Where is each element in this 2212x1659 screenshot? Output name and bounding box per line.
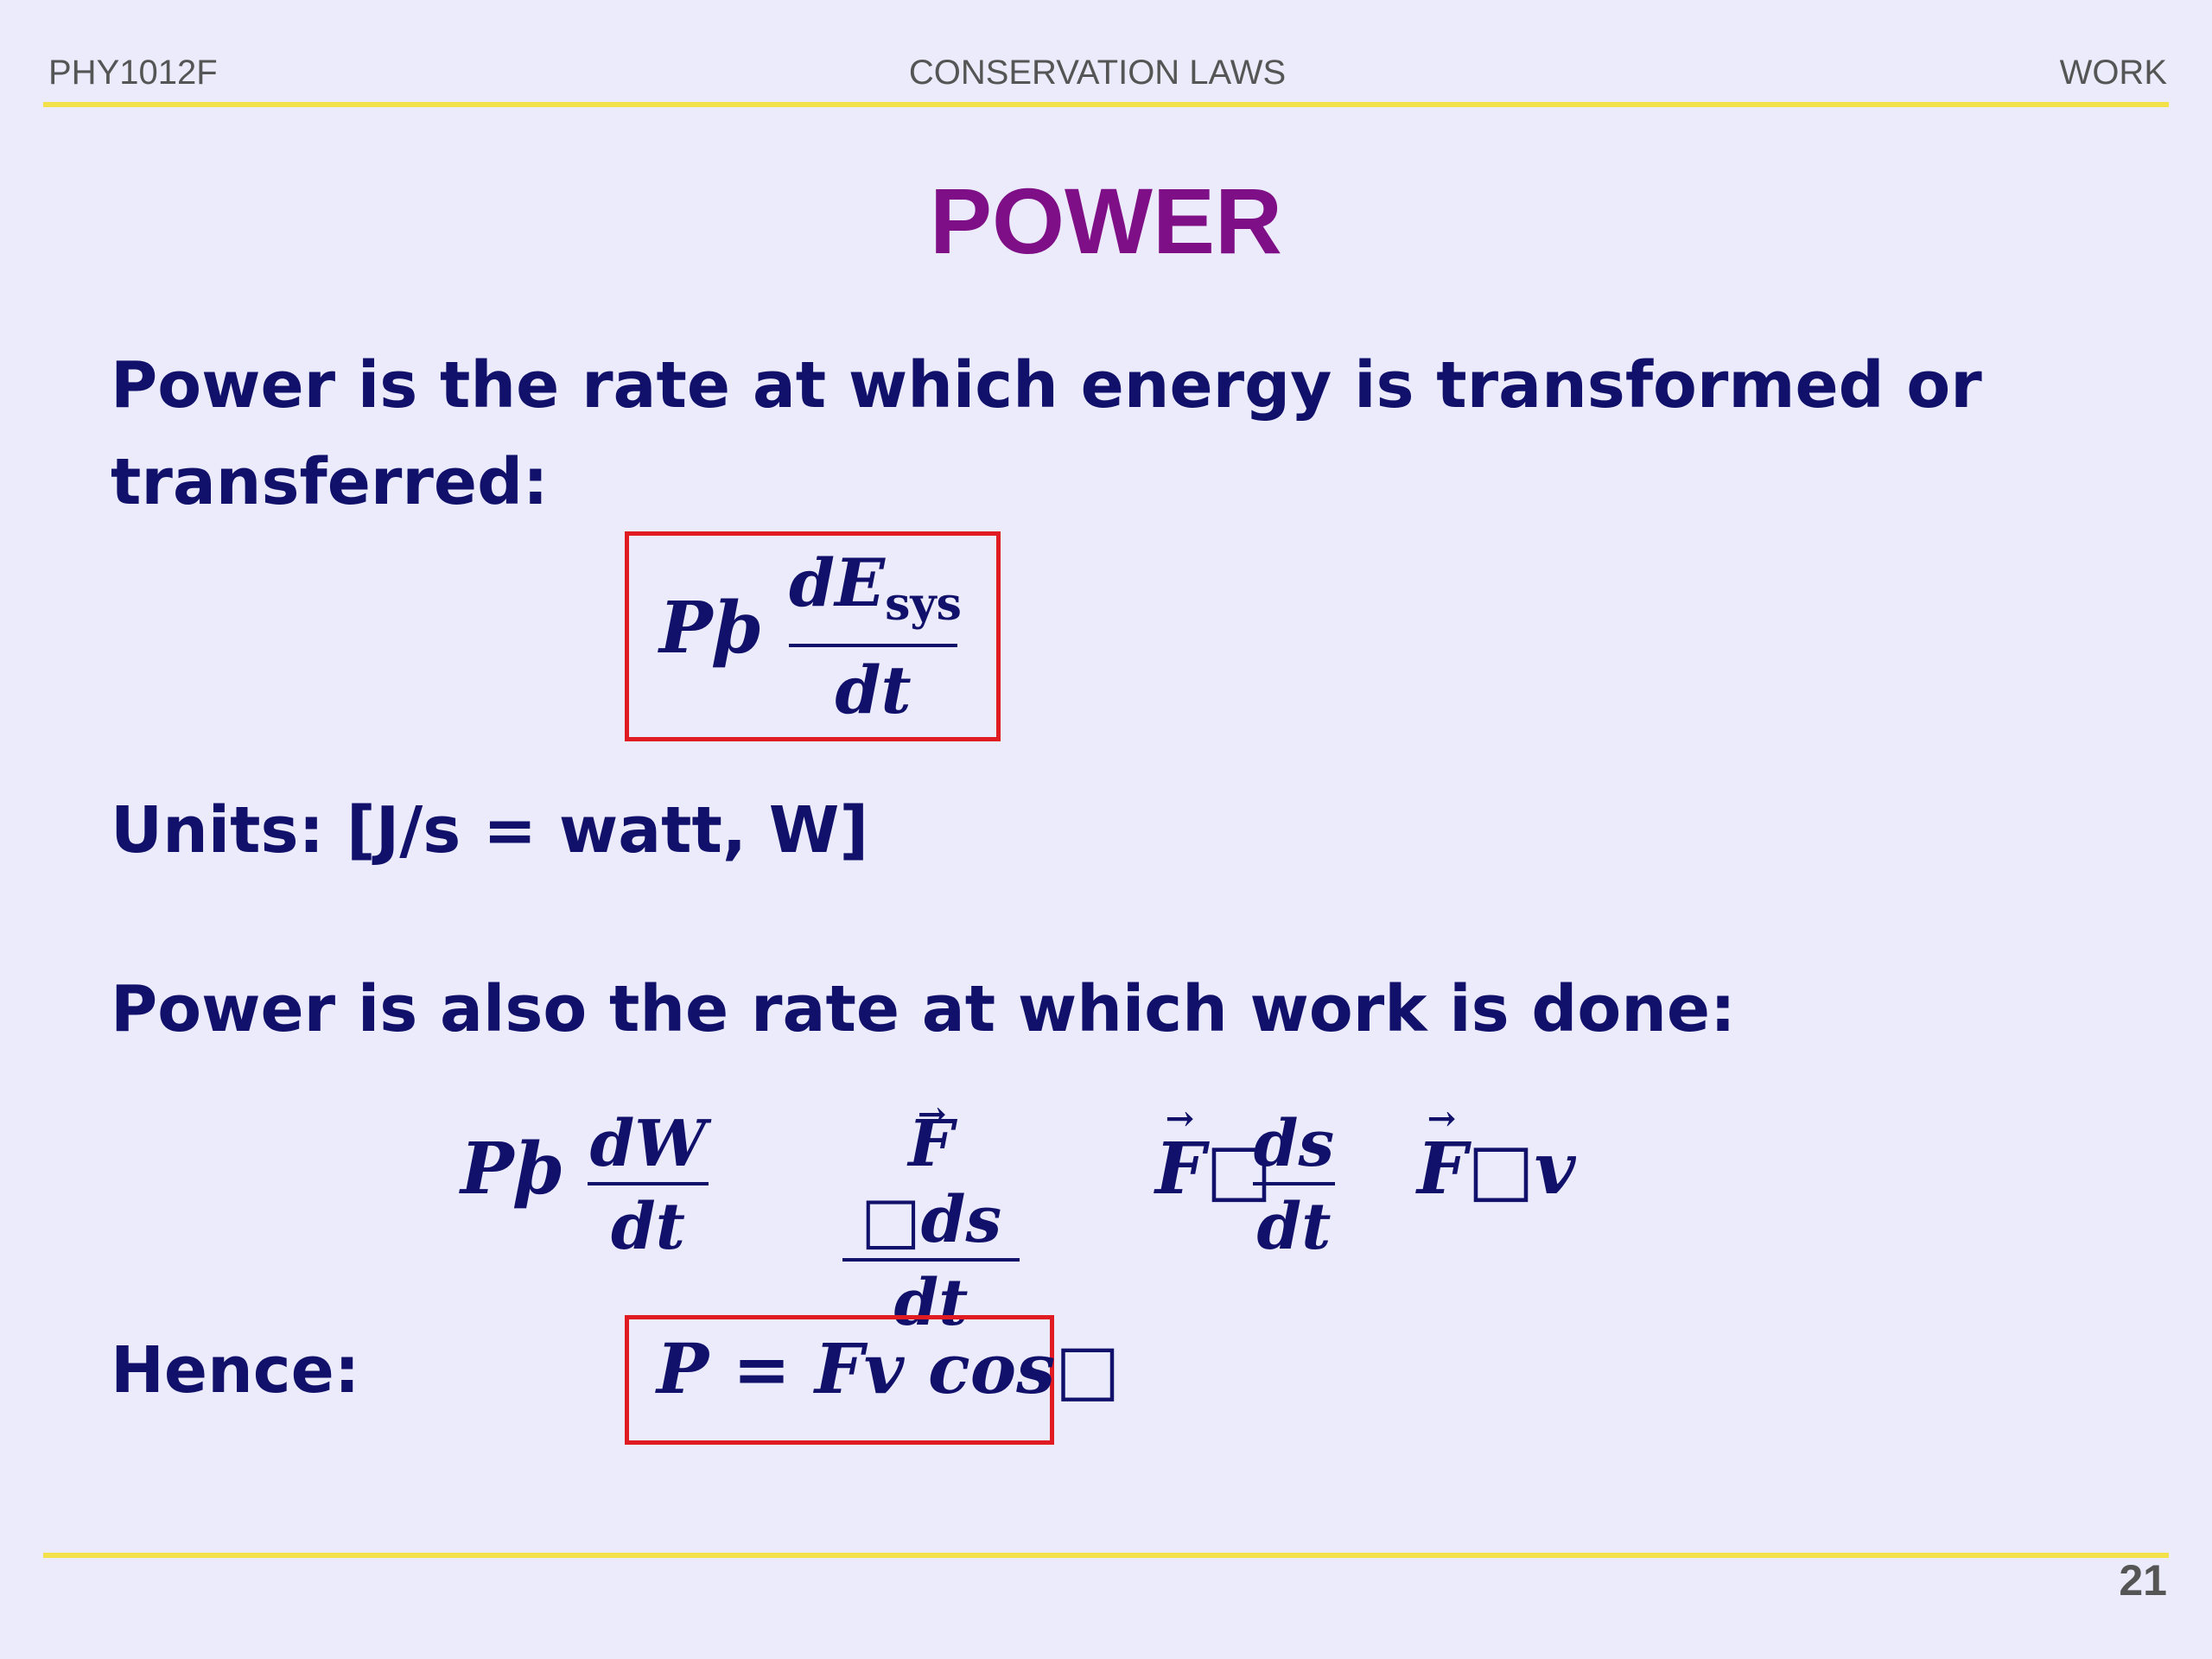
eq2-frac2-denominator: dt <box>893 1266 969 1340</box>
eq2-frac3-numerator: ds <box>1253 1107 1335 1181</box>
footer-rule <box>43 1553 2169 1558</box>
hence-label: Hence: <box>111 1333 360 1408</box>
eq1-fraction: dEsys dt <box>789 544 962 734</box>
slide-title: POWER <box>929 168 1282 273</box>
eq1-lhs: Pþ <box>659 587 762 670</box>
fraction-bar <box>588 1182 709 1185</box>
eq2-frac1-denominator: dt <box>611 1190 685 1264</box>
eq2-lhs: Pþ <box>461 1128 563 1211</box>
fraction-bar <box>789 644 957 648</box>
eq2-fraction-1: dW dt <box>588 1106 709 1268</box>
page-number: 21 <box>2119 1556 2167 1605</box>
units-text: Units: [J/s = watt, W] <box>111 793 869 868</box>
power-result-box <box>625 1315 1054 1445</box>
fraction-bar <box>842 1258 1020 1262</box>
eq2-fraction-2: F□ds dt <box>842 1077 1020 1344</box>
eq2-term3-force: F□ <box>1155 1098 1273 1211</box>
eq2-frac2-numerator: F□ds <box>842 1077 1020 1258</box>
power-definition-box <box>625 531 1001 741</box>
work-rate-text: Power is also the rate at which work is … <box>111 972 1736 1046</box>
power-result-equation: P = Fv cos□ <box>657 1328 1121 1409</box>
eq1-numerator: dEsys <box>789 544 962 632</box>
eq1-denominator: dt <box>835 652 912 729</box>
topic-label: CONSERVATION LAWS <box>908 54 1287 92</box>
eq2-frac3-denominator: dt <box>1256 1190 1332 1264</box>
eq2-term4: F□v <box>1417 1098 1575 1211</box>
eq2-fraction-3: ds dt <box>1253 1106 1335 1268</box>
definition-text: Power is the rate at which energy is tra… <box>111 348 1982 519</box>
fraction-bar <box>1253 1182 1335 1185</box>
header-rule <box>43 102 2169 107</box>
section-label: WORK <box>2059 54 2167 92</box>
eq2-frac1-numerator: dW <box>589 1107 707 1181</box>
course-code: PHY1012F <box>48 54 218 92</box>
